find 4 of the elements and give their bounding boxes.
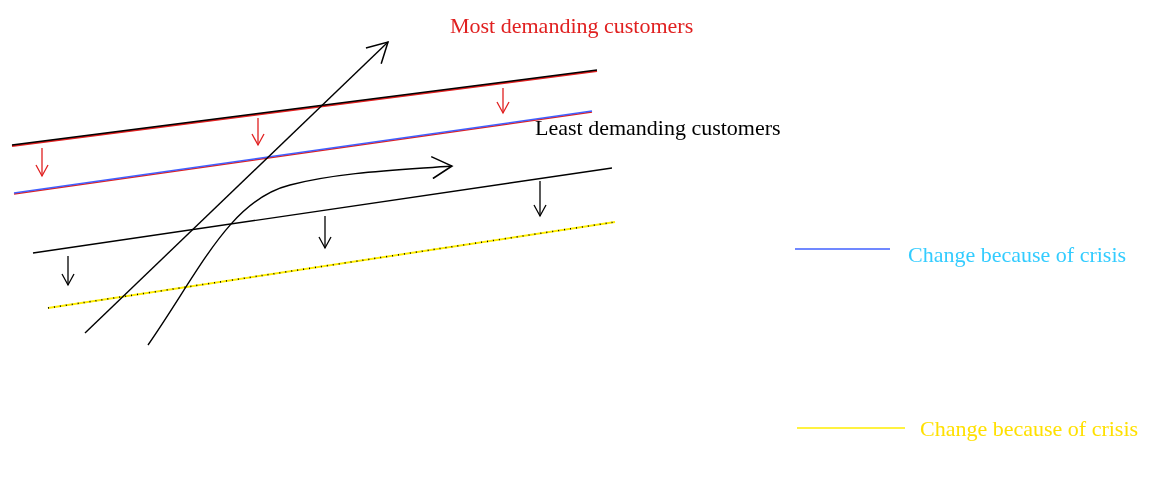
customer-label: Least demanding customers xyxy=(535,114,781,142)
legend-text: Change because of crisis xyxy=(920,415,1140,443)
customer-label: Most demanding customers xyxy=(450,12,694,40)
legend-text: Change because of crisis xyxy=(908,241,1128,269)
